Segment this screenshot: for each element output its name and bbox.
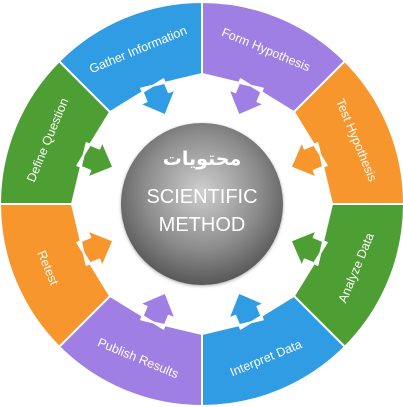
hub-overlay-text: محتويات — [163, 148, 242, 170]
step-segment-retest — [0, 203, 115, 348]
hub-title-line1: SCIENTIFIC — [146, 186, 257, 208]
step-segment-analyze-data — [289, 203, 403, 348]
step-segment-form-hypothesis — [201, 1, 346, 117]
step-segment-define-question — [0, 60, 115, 205]
hub-title-line2: METHOD — [159, 214, 246, 236]
step-segment-gather-information — [58, 1, 203, 117]
hub: محتويات SCIENTIFIC METHOD — [116, 118, 288, 290]
hub-disc — [121, 123, 283, 285]
step-segment-interpret-data — [201, 291, 346, 407]
step-segment-publish-results — [58, 291, 203, 407]
